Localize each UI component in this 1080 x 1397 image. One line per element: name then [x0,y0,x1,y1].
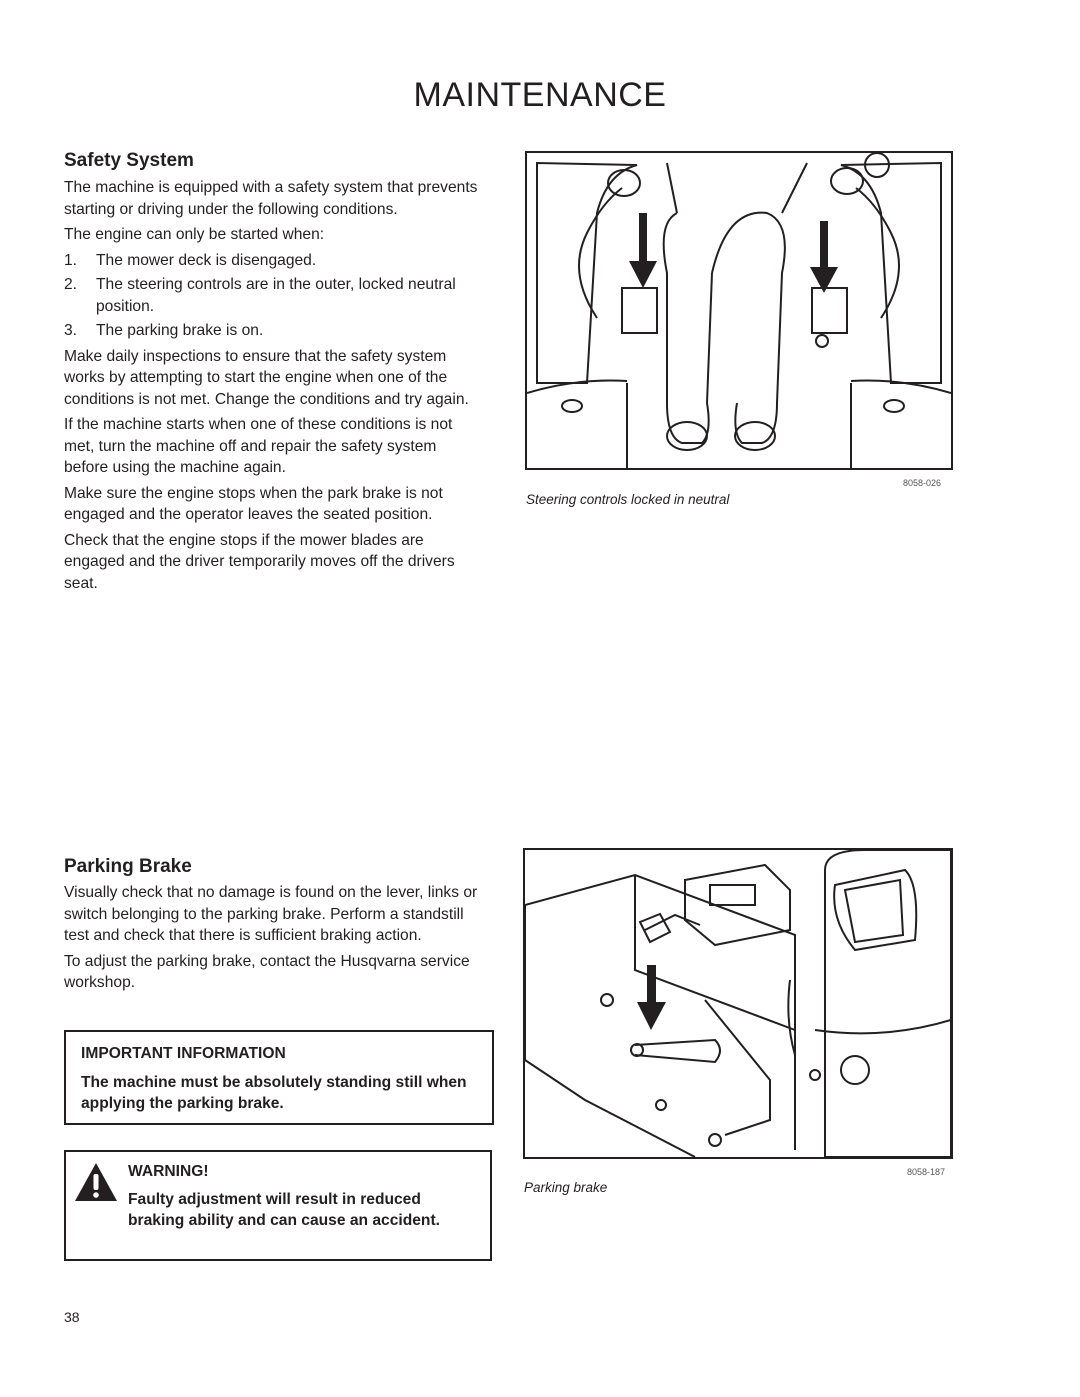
parking-brake-body: Visually check that no damage is found o… [64,882,482,998]
list-item-number: 1. [64,251,78,269]
operator-seat-drawing [527,153,951,468]
safety-paragraph-inspection: Make daily inspections to ensure that th… [64,347,469,408]
page-title: MAINTENANCE [413,76,667,114]
list-item-number: 3. [64,322,78,339]
safety-paragraph-park-brake: Make sure the engine stops when the park… [64,484,443,524]
list-item-text: The parking brake is on. [96,322,264,339]
warning-title: WARNING! [128,1163,209,1180]
list-item-number: 2. [64,276,78,293]
safety-paragraph-repair: If the machine starts when one of these … [64,416,453,476]
figure-code: 8058-187 [907,1167,946,1177]
list-item: 3. The parking brake is on. [64,320,482,342]
page-number: 38 [64,1309,80,1325]
important-information-box: IMPORTANT INFORMATION The machine must b… [64,1030,494,1125]
important-information-title: IMPORTANT INFORMATION [81,1045,286,1062]
safety-system-heading: Safety System [64,150,194,171]
parking-brake-illustration [523,848,953,1159]
steering-controls-illustration [525,151,953,470]
important-information-text: The machine must be absolutely standing … [81,1074,467,1112]
list-item: 2. The steering controls are in the outer… [64,274,482,317]
figure-caption: Parking brake [524,1180,608,1195]
safety-paragraph-blades: Check that the engine stops if the mower… [64,531,455,592]
safety-system-body: The machine is equipped with a safety sy… [64,177,482,598]
list-item-text: The mower deck is disengaged. [96,251,317,269]
warning-box: WARNING! Faulty adjustment will result i… [64,1150,492,1261]
warning-text: Faulty adjustment will result in reduced… [128,1191,440,1229]
list-item: 1. The mower deck is disengaged. [64,250,482,272]
safety-intro-paragraph: The machine is equipped with a safety sy… [64,179,478,218]
safety-conditions-list: 1. The mower deck is disengaged. 2. The st… [64,250,482,342]
warning-triangle-icon [75,1163,117,1201]
figure-code: 8058-026 [903,478,942,488]
safety-lead-paragraph: The engine can only be started when: [64,226,325,243]
figure-caption: Steering controls locked in neutral [526,492,730,507]
parking-brake-heading: Parking Brake [64,856,192,877]
parking-brake-paragraph-adjust: To adjust the parking brake, contact the… [64,952,470,992]
parking-brake-drawing [525,850,951,1157]
list-item-text: The steering controls are in the outer, … [96,276,456,315]
parking-brake-paragraph-check: Visually check that no damage is found o… [64,884,478,944]
